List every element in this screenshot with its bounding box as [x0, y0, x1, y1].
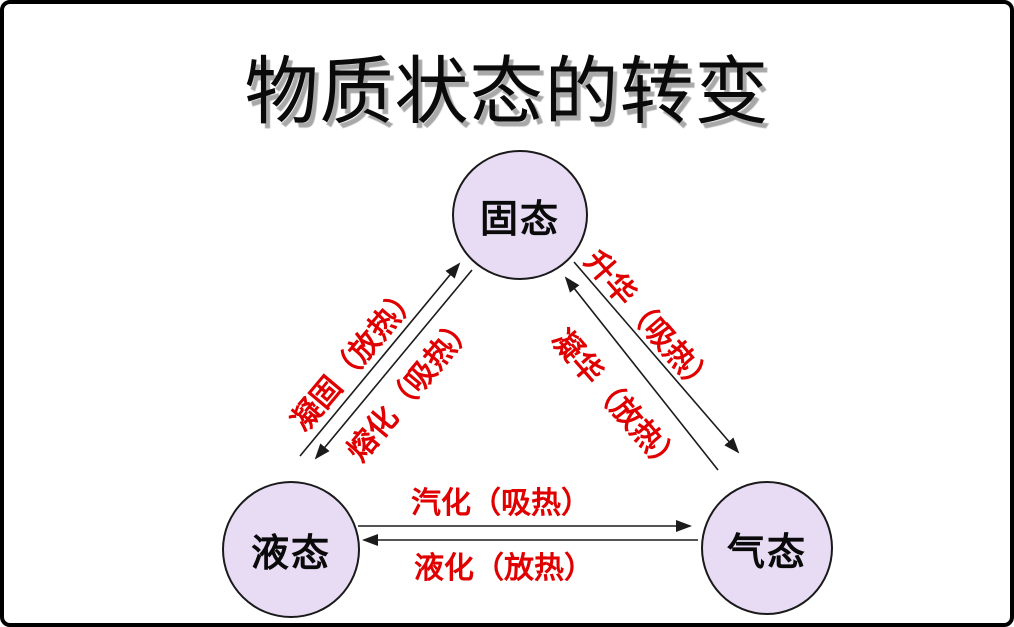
- node-liquid-state: 液态: [222, 481, 360, 618]
- node-gas-label: 气态: [726, 531, 807, 574]
- transition-label-vaporization: 汽化（吸热）: [411, 487, 591, 520]
- node-gas-state: 气态: [701, 481, 833, 615]
- page-title: 物质状态的转变: [244, 52, 770, 134]
- node-solid-label: 固态: [479, 198, 560, 241]
- transition-label-liquefaction: 液化（放热）: [414, 552, 594, 585]
- node-solid-state: 固态: [452, 150, 588, 280]
- node-liquid-label: 液态: [250, 533, 331, 575]
